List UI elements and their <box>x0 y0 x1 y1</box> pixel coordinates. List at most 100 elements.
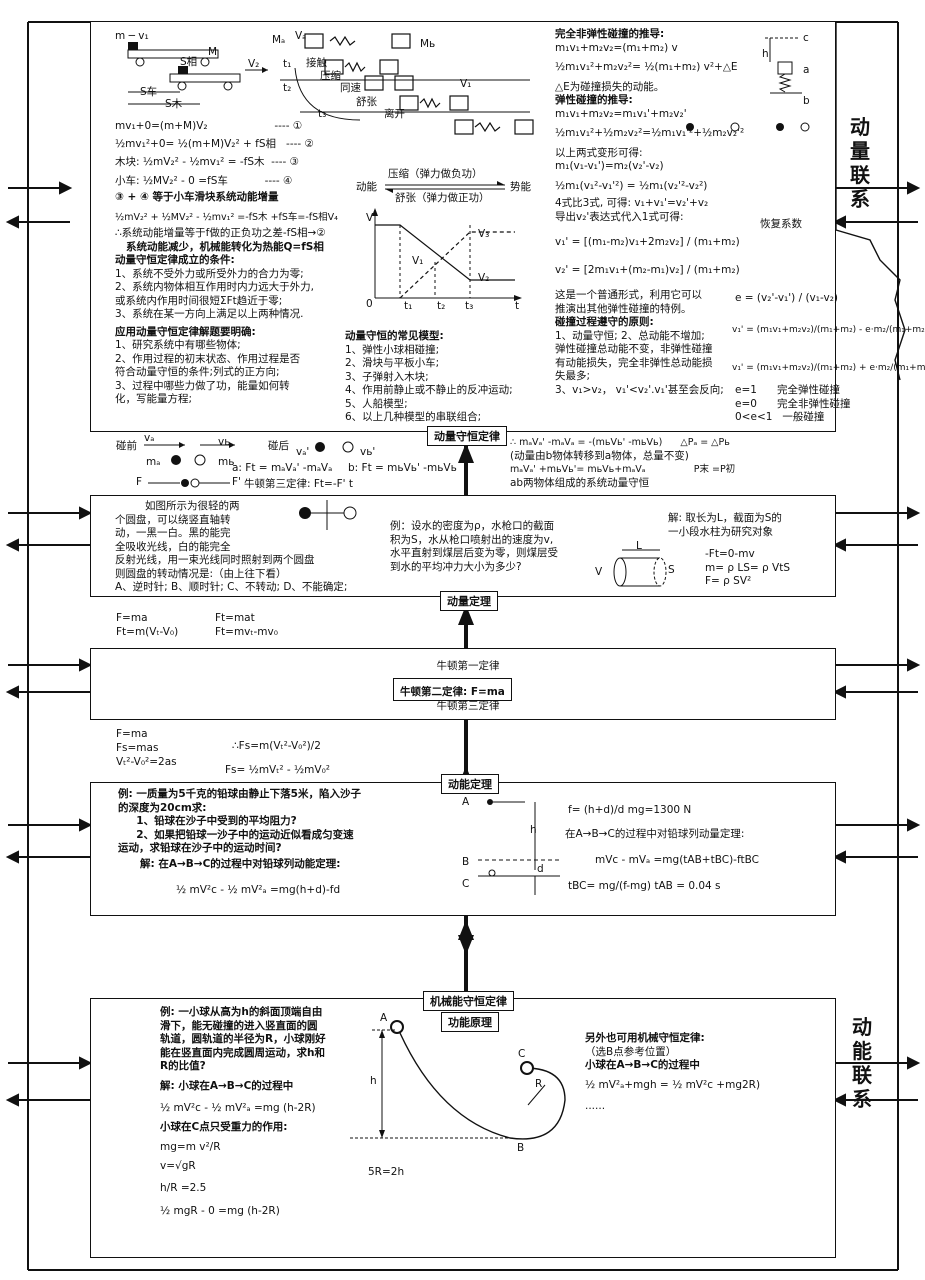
energy-kinetic: 动能 <box>356 181 377 193</box>
collision-row-right: ∴ mₐVₐ' -mₐVₐ = -(mьVь' -mьVь) △Pₐ = △Pь… <box>510 436 735 490</box>
ball-line: 运动，求铅球在沙子中的运动时间? <box>118 842 282 854</box>
spring-b: b <box>803 95 810 107</box>
after-vb: vь' <box>360 446 376 458</box>
models-list: 动量守恒的常见模型: 1、弹性小球相碰撞; 2、滑块与平板小车; 3、子弹射入木… <box>345 330 513 425</box>
deriv-line: m₁v₁+m₂v₂=(m₁+m₂) v <box>555 41 678 54</box>
label-kinetic-theorem: 动能定理 <box>441 774 499 794</box>
deriv-line: ½m₁(v₁²-v₁'²) = ½m₁(v₂'²-v₂²) <box>555 179 708 192</box>
track-line: 例: 一小球从高为h的斜面顶端自由 <box>160 1006 323 1018</box>
seq-ma: Mₐ <box>272 34 286 46</box>
deriv-line: 弹性碰撞的推导: <box>555 94 633 106</box>
b12-line: Ft=mat <box>215 612 255 624</box>
e-case: e=0 完全非弹性碰撞 <box>735 397 851 410</box>
spring-a: a <box>803 64 810 76</box>
eq-line: ③ + ④ 等于小车滑块系统动能增量 <box>115 191 279 203</box>
newton-first: 牛顿第一定律 <box>436 660 500 672</box>
alt-line: （选B点参考位置） <box>585 1045 677 1058</box>
general-line: 弹性碰撞总动能不变，非弹性碰撞 <box>555 343 713 355</box>
seq-t2: t₂ <box>283 82 292 94</box>
row-right: ∴ mₐVₐ' -mₐVₐ = -(mьVь' -mьVь) △Pₐ = △Pь <box>510 437 730 448</box>
eq-line: 动量守恒定律成立的条件: <box>115 254 235 266</box>
side-label-text: 动能联系 <box>852 1015 872 1111</box>
energy-relax: 舒张（弹力做正功） <box>395 192 490 204</box>
disk-line: A、逆时针; B、顺时针; C、不转动; D、不能确定; <box>115 581 348 593</box>
water-l: L <box>636 540 642 552</box>
track-alt: 另外也可用机械守恒定律: （选B点参考位置） 小球在A→B→C的过程中 ½ mV… <box>585 1032 760 1114</box>
track-ratio: 5R=2h <box>368 1166 405 1178</box>
before-label: 碰前 <box>116 440 137 452</box>
ball-line: 例: 一质量为5千克的铅球由静止下落5米，陷入沙子 <box>118 788 361 800</box>
deriv-line: 完全非弹性碰撞的推导: <box>555 28 665 40</box>
eq-line: 2、作用过程的初末状态、作用过程是否 <box>115 352 301 365</box>
mech-energy-labels: 机械能守恒定律 功能原理 <box>423 990 514 1032</box>
deriv-line: ½m₁v₁²+½m₂v₂²=½m₁v₁'²+½m₂v₂'² <box>555 127 745 139</box>
eq-line: 系统动能减少，机械能转化为热能Q=fS相 <box>115 240 324 253</box>
label-momentum-theorem: 动量定理 <box>440 591 498 611</box>
disk-line: 个圆盘，可以绕竖直轴转 <box>115 513 231 526</box>
general-line: 碰撞过程遵守的原则: <box>555 316 654 328</box>
ball-line: 2、如果把铅球一沙子中的运动近似看成匀变速 <box>118 828 354 841</box>
cart-s-cart: S车 <box>140 86 158 98</box>
eq-line: 2、系统内物体相互作用时内力远大于外力, <box>115 281 315 293</box>
sec1-left-equations: mv₁+0=(m+M)V₂ ---- ① ½mv₁²+0= ½(m+M)V₂² … <box>115 120 345 407</box>
water-line: 到水的平均冲力大小为多少? <box>390 560 522 573</box>
sol-eq: m= ρ LS= ρ VtS <box>705 561 790 574</box>
eq-line: 3、过程中哪些力做了功，能量如何转 <box>115 379 290 392</box>
eq-line: ½mv₁²+0= ½(m+M)V₂² + fS相 ---- ② <box>115 137 314 150</box>
eq-line: 或系统内作用时间很短ΣFt趋近于零; <box>115 294 283 307</box>
eq-line: 1、系统不受外力或所受外力的合力为零; <box>115 267 304 280</box>
water-line: 积为S，水从枪口喷射出的速度为v, <box>390 533 554 546</box>
sol-line: 一小段水柱为研究对象 <box>668 525 773 538</box>
graph-v3: V₃ <box>478 228 490 240</box>
eq-line: 3、系统在某一方向上满足以上两种情况. <box>115 308 304 320</box>
sol2-eq: mVc - mVₐ =mg(tAB+tBC)-ftBC <box>595 854 759 866</box>
label-function-principle: 功能原理 <box>441 1012 499 1032</box>
energy-potential: 势能 <box>510 181 531 193</box>
before-ma: mₐ <box>146 456 161 468</box>
track-line: 轨道，圆轨道的半径为R，小球刚好 <box>160 1033 326 1045</box>
v1p-formula: v₁' = [(m₁-m₂)v₁+2m₂v₂] / (m₁+m₂) <box>555 236 740 248</box>
b34-line: Fs= ½mVₜ² - ½mV₀² <box>225 764 331 776</box>
alt-line: ...... <box>585 1100 606 1112</box>
general-line: 推演出其他弹性碰撞的特例。 <box>555 302 692 315</box>
track-sol: 解: 小球在A→B→C的过程中 <box>160 1080 294 1092</box>
models-title: 动量守恒的常见模型: <box>345 330 444 342</box>
row-right: (动量由b物体转移到a物体，总量不变) <box>510 449 689 462</box>
b12-line: Ft=m(Vₜ-V₀) <box>116 626 179 638</box>
eq-line: 1、研究系统中有哪些物体; <box>115 339 241 351</box>
model-item: 5、人船模型; <box>345 397 408 410</box>
before-va: vₐ <box>144 432 155 444</box>
general-line: 3、v₁>v₂， v₁'<v₂'.v₁'甚至会反向; <box>555 383 724 396</box>
sol1: 解: 在A→B→C的过程中对铅球列动能定理: <box>140 858 341 870</box>
e-case: e=1 完全弹性碰撞 <box>735 384 840 396</box>
newton3-eq: 牛顿第三定律: Ft=-F' t <box>244 478 353 490</box>
ball-d: d <box>537 863 544 875</box>
after-va: vₐ' <box>296 446 310 458</box>
sec1-right-derivation: 完全非弹性碰撞的推导: m₁v₁+m₂v₂=(m₁+m₂) v ½m₁v₁²+m… <box>555 28 744 397</box>
graph-v2: V₂ <box>478 272 490 284</box>
track-sol: h/R =2.5 <box>160 1181 207 1194</box>
section-momentum-theorem <box>90 495 836 597</box>
seq-t1: t₁ <box>283 58 292 70</box>
newton-second-box: 牛顿第二定律: F=ma <box>393 678 512 701</box>
alt-line: 另外也可用机械守恒定律: <box>585 1032 705 1044</box>
e-cases: e=1 完全弹性碰撞 e=0 完全非弹性碰撞 0<e<1 一般碰撞 <box>735 384 850 425</box>
track-line: R的比值? <box>160 1060 206 1072</box>
ball-A: A <box>462 796 470 808</box>
deriv-line: 4式比3式, 可得: v₁+v₁'=v₂'+v₂ <box>555 197 709 209</box>
disk-line: 则圆盘的转动情况是:（由上往下看） <box>115 567 287 580</box>
before-mb: mь <box>218 456 235 468</box>
side-label-energy: 动能联系 <box>850 1015 874 1111</box>
disk-problem: 如图所示为很轻的两 个圆盘，可以绕竖直轴转 动，一黑一白。黑的能完 全吸收光线，… <box>115 500 347 595</box>
track-solution: 解: 小球在A→B→C的过程中 ½ mV²c - ½ mV²ₐ =mg (h-2… <box>160 1080 316 1219</box>
water-v: V <box>595 566 603 578</box>
deriv-line: 以上两式变形可得: <box>555 146 643 159</box>
lead-ball-problem: 例: 一质量为5千克的铅球由静止下落5米，陷入沙子 的深度为20cm求: 1、铅… <box>118 788 361 856</box>
section-newton <box>90 648 836 720</box>
